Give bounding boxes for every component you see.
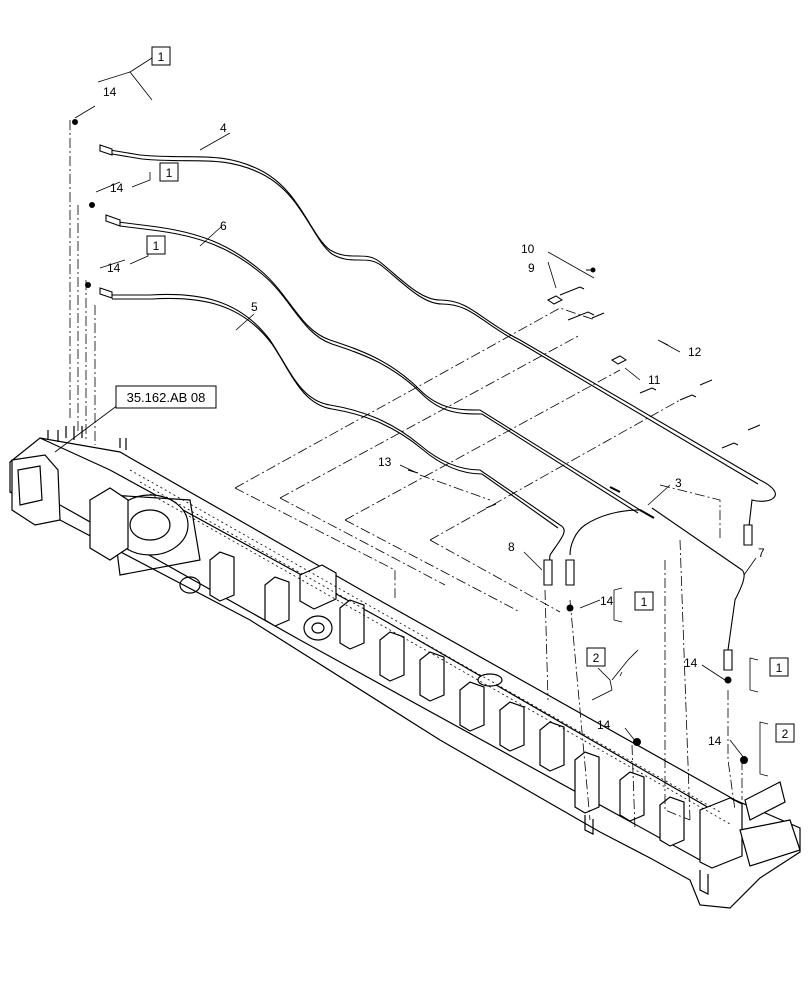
- callout-8: 8: [508, 540, 515, 554]
- callout-12: 12: [688, 345, 702, 359]
- callout-9: 9: [528, 261, 535, 275]
- tube-4: [109, 149, 776, 536]
- hydraulic-tubes: [99, 144, 776, 671]
- reference-label: 35.162.AB 08: [127, 390, 206, 405]
- callout-boxes: [115, 46, 795, 743]
- callout-1: 1: [166, 166, 173, 180]
- callout-10: 10: [521, 242, 535, 256]
- callout-14: 14: [600, 594, 614, 608]
- callout-2: 2: [782, 727, 789, 741]
- callout-1: 1: [641, 595, 648, 609]
- callout-14: 14: [103, 85, 117, 99]
- callout-1: 1: [158, 50, 165, 64]
- callout-14: 14: [110, 181, 124, 195]
- callout-7: 7: [758, 546, 765, 560]
- toolbar-frame: [9, 426, 801, 909]
- tube-7: [651, 507, 745, 651]
- callout-14: 14: [684, 656, 698, 670]
- callout-11: 11: [648, 373, 661, 387]
- callout-14: 14: [708, 734, 722, 748]
- tube-6: [117, 221, 642, 556]
- callout-13: 13: [378, 455, 392, 469]
- hardware: [72, 119, 761, 764]
- tube-5: [110, 293, 565, 581]
- callout-6: 6: [220, 219, 227, 233]
- callout-14: 14: [597, 718, 611, 732]
- callout-labels: 1 1 1 1 2 1 2 35.162.AB 08 14 4 14 6 14 …: [103, 50, 789, 748]
- callout-14: 14: [107, 261, 121, 275]
- assembly-lines: [69, 120, 743, 831]
- callout-2: 2: [593, 651, 600, 665]
- callout-4: 4: [220, 121, 227, 135]
- callout-5: 5: [251, 300, 258, 314]
- callout-3: 3: [675, 476, 682, 490]
- callout-1: 1: [153, 239, 160, 253]
- callout-1: 1: [776, 661, 783, 675]
